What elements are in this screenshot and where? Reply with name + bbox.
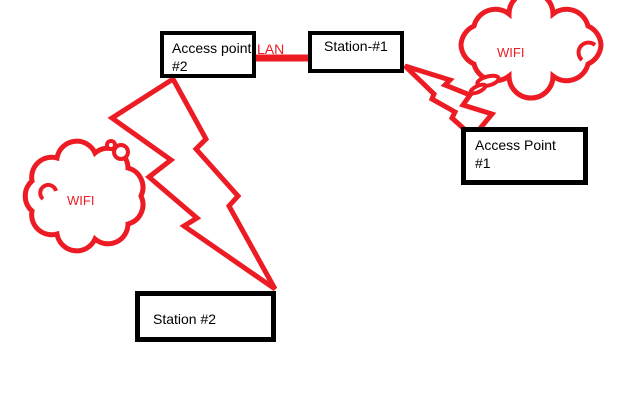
thought-bubble-large-icon bbox=[112, 143, 130, 161]
node-access-point-2-label-line2: #2 bbox=[172, 58, 188, 74]
thought-bubble-small-icon bbox=[105, 139, 117, 151]
lan-link-label: LAN bbox=[257, 41, 285, 57]
node-station-1-label: Station-#1 bbox=[324, 38, 388, 54]
node-access-point-2-label-line1: Access point bbox=[172, 40, 252, 56]
lightning-bolt-left-icon bbox=[107, 75, 278, 292]
cloud-tail-dash-icon bbox=[468, 82, 488, 96]
node-station-1: Station-#1 bbox=[308, 31, 404, 73]
wifi-cloud-right-icon bbox=[458, 0, 604, 101]
node-station-2-label: Station #2 bbox=[153, 311, 217, 327]
node-access-point-2: Access point #2 bbox=[160, 31, 256, 78]
wifi-cloud-left-label: WIFI bbox=[67, 193, 95, 208]
wifi-cloud-right-label: WIFI bbox=[497, 45, 525, 60]
lightning-bolt-right-icon bbox=[403, 63, 497, 141]
node-access-point-1-label-line1: Access Point bbox=[475, 137, 556, 153]
wifi-cloud-right-curl bbox=[576, 40, 597, 62]
node-access-point-1: Access Point #1 bbox=[461, 127, 588, 185]
wifi-cloud-left-curl bbox=[38, 183, 58, 201]
node-station-2: Station #2 bbox=[135, 291, 276, 342]
node-access-point-1-label-line2: #1 bbox=[475, 155, 491, 171]
